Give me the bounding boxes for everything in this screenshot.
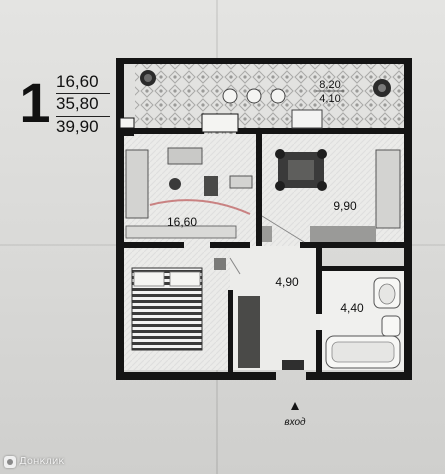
- hall-area-label: 4,90: [275, 275, 299, 289]
- balcony-floor: [135, 62, 405, 134]
- balcony-furniture: [140, 70, 391, 129]
- bathroom-fixtures: [325, 277, 401, 369]
- balcony-area-label: 8,20: [319, 79, 340, 91]
- walls: [116, 58, 412, 380]
- room-count: 1: [19, 71, 51, 134]
- kitchen-furniture: [262, 149, 401, 242]
- watermark-text: Донклик: [19, 456, 65, 467]
- balcony-area-reduced-label: 4,10: [319, 93, 340, 105]
- hall-details: [229, 215, 305, 370]
- living-room-area-label: 16,60: [167, 215, 197, 229]
- living-area-value: 16,60: [56, 72, 99, 91]
- living-room-furniture: [125, 147, 253, 239]
- bedroom-furniture: [131, 258, 260, 368]
- kitchen-area-label: 9,90: [333, 199, 357, 213]
- total-area-value: 35,80: [56, 94, 99, 113]
- summary-divider: [56, 116, 110, 117]
- total-with-balcony-value: 39,90: [56, 117, 99, 136]
- donklik-logo-icon: [4, 456, 16, 468]
- entrance-label: вход: [284, 417, 306, 428]
- summary-divider: [56, 93, 110, 94]
- entrance-arrow-icon: [291, 402, 299, 410]
- bathroom-area-label: 4,40: [340, 301, 364, 315]
- watermark: Донклик: [4, 453, 64, 471]
- windows: [119, 113, 239, 133]
- apartment-summary: 1 16,60 35,80 39,90: [18, 70, 110, 140]
